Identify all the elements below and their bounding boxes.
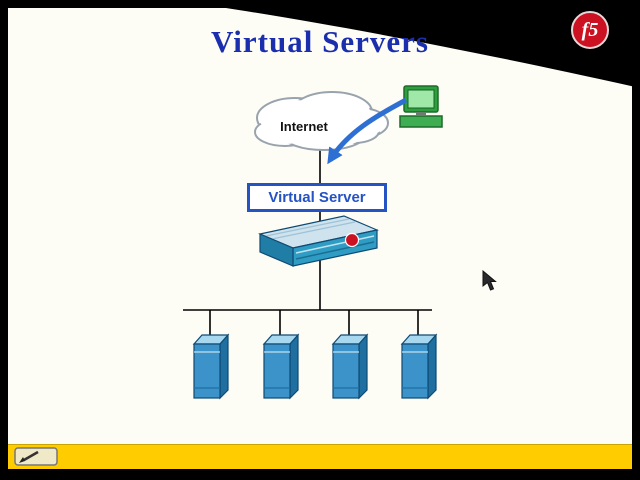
bigip-appliance-icon xyxy=(258,215,379,267)
traffic-arrow xyxy=(327,97,408,165)
virtual-server-box: Virtual Server xyxy=(247,183,387,212)
server-icon xyxy=(262,333,300,400)
client-computer-icon xyxy=(399,85,443,128)
slide-title: Virtual Servers xyxy=(211,24,429,59)
masthead-curve xyxy=(226,8,640,88)
internet-cloud: Internet xyxy=(254,91,389,151)
server-pool xyxy=(192,333,438,400)
server-icon xyxy=(400,333,438,400)
server-icon xyxy=(331,333,369,400)
f5-logo-text: f5 xyxy=(581,18,599,41)
mouse-cursor xyxy=(482,270,497,291)
pen-icon xyxy=(19,450,39,463)
f5-logo: f5 xyxy=(571,11,609,49)
internet-label: Internet xyxy=(280,119,328,134)
server-icon xyxy=(192,333,230,400)
annotation-pen-button[interactable] xyxy=(14,447,60,467)
virtual-server-label: Virtual Server xyxy=(268,189,366,206)
footer-bar xyxy=(8,444,632,469)
